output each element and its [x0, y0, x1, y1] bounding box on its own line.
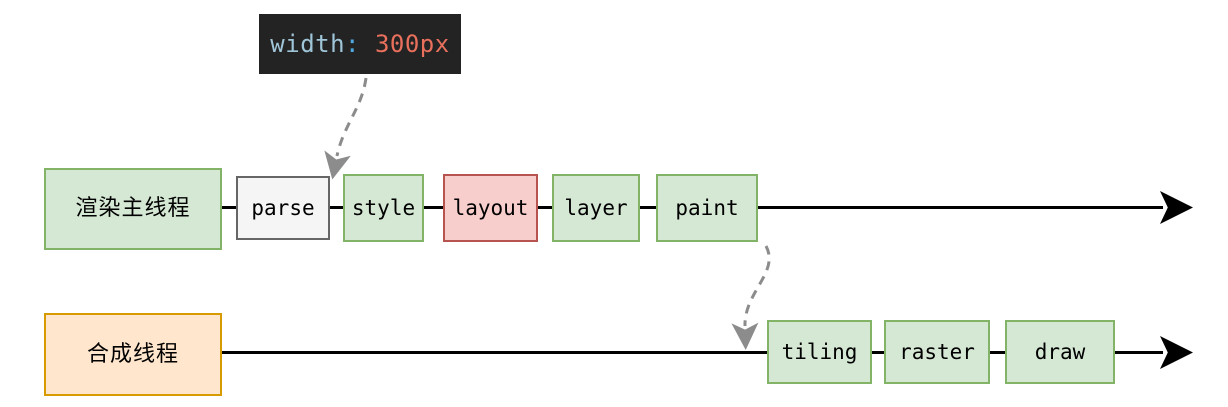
step-label: raster: [899, 339, 975, 364]
lane-label-compositor-thread[interactable]: 合成线程: [44, 313, 222, 396]
step-layer[interactable]: layer: [552, 174, 640, 242]
css-property-token: width: [270, 30, 346, 58]
lane-label-main-thread[interactable]: 渲染主线程: [44, 168, 222, 250]
css-space-token: [360, 30, 375, 58]
compositor-timeline-tail: [1115, 351, 1160, 354]
step-label: layer: [564, 195, 628, 220]
css-colon-token: :: [345, 30, 360, 58]
connector-tiling-to-raster: [872, 351, 884, 354]
step-paint[interactable]: paint: [656, 174, 758, 242]
step-label: layout: [452, 195, 529, 220]
step-raster[interactable]: raster: [884, 320, 990, 384]
lane-label-text: 渲染主线程: [75, 196, 191, 221]
step-tiling[interactable]: tiling: [767, 320, 872, 384]
step-draw[interactable]: draw: [1005, 320, 1115, 384]
dashed-connector-tooltip-to-style: [324, 77, 368, 180]
connector-style-to-layout: [424, 206, 443, 209]
connector-lane-to-parse: [222, 206, 236, 209]
step-label: style: [351, 195, 416, 220]
css-declaration-tooltip: width: 300px: [259, 14, 461, 74]
step-label: tiling: [781, 339, 858, 364]
main-thread-timeline: [758, 206, 1160, 209]
step-parse[interactable]: parse: [236, 176, 330, 240]
step-style[interactable]: style: [343, 174, 424, 242]
connector-layout-to-layer: [538, 206, 552, 209]
connector-parse-to-style: [330, 206, 343, 209]
lane-label-text: 合成线程: [86, 341, 179, 367]
css-value-token: 300px: [374, 30, 450, 58]
step-label: paint: [675, 195, 739, 220]
compositor-thread-timeline: [222, 351, 767, 354]
step-layout[interactable]: layout: [443, 174, 538, 242]
step-label: parse: [251, 195, 315, 220]
connector-raster-to-draw: [990, 351, 1005, 354]
connector-layer-to-paint: [640, 206, 656, 209]
dashed-connector-paint-to-tiling: [731, 245, 771, 350]
step-label: draw: [1034, 339, 1086, 364]
